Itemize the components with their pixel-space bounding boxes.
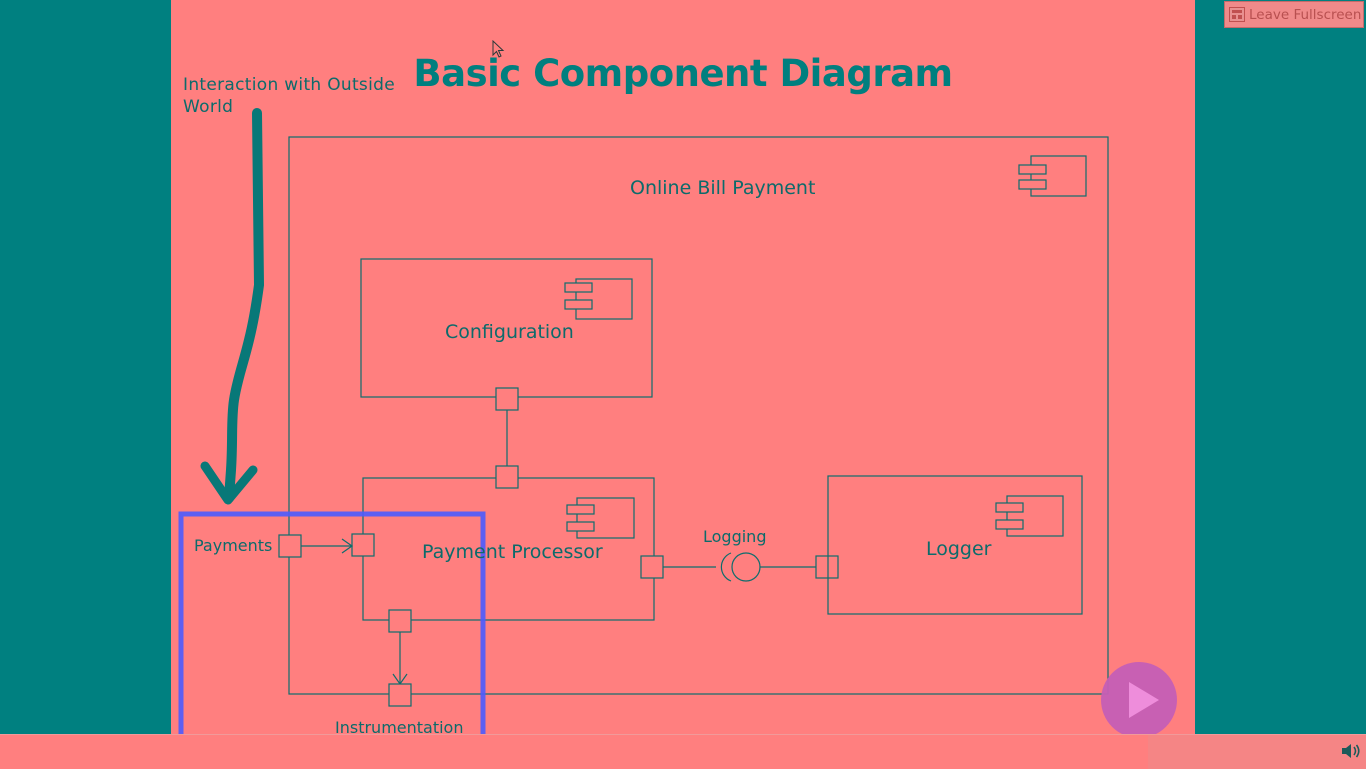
component-icon (1018, 155, 1087, 197)
system-label: Online Bill Payment (630, 177, 816, 199)
player-controls-area (1148, 735, 1366, 769)
port (495, 387, 519, 411)
payments-label: Payments (194, 536, 273, 555)
instrumentation-label: Instrumentation (335, 718, 464, 734)
instrumentation-port (388, 683, 412, 707)
slide-title: Basic Component Diagram (413, 52, 953, 95)
system-boundary (288, 136, 1109, 695)
port (640, 555, 664, 579)
leave-fullscreen-label: Leave Fullscreen (1249, 6, 1362, 23)
component-icon (566, 497, 635, 539)
port (495, 465, 519, 489)
component-icon (564, 278, 633, 320)
port (388, 609, 412, 633)
player-control-bar (0, 734, 1366, 769)
leave-fullscreen-button[interactable]: Leave Fullscreen (1224, 1, 1364, 28)
annotation-text: Interaction with Outside World (183, 75, 395, 117)
logger-label: Logger (926, 538, 992, 560)
logger-component (827, 475, 1083, 615)
annotation-arrow (200, 108, 264, 505)
mouse-cursor-icon (492, 40, 505, 58)
leave-fullscreen-icon (1229, 7, 1245, 22)
port (815, 555, 839, 579)
payment-processor-label: Payment Processor (422, 541, 603, 563)
slide: Basic Component Diagram Interaction with… (171, 0, 1195, 734)
logging-label: Logging (703, 527, 767, 546)
highlight-box (178, 511, 486, 734)
component-icon (995, 495, 1064, 537)
logging-interface (731, 552, 761, 582)
port (351, 533, 375, 557)
component-diagram (178, 108, 1109, 734)
configuration-label: Configuration (445, 321, 574, 343)
payments-port (278, 534, 302, 558)
play-button[interactable] (1101, 662, 1177, 738)
volume-icon[interactable] (1340, 742, 1362, 760)
